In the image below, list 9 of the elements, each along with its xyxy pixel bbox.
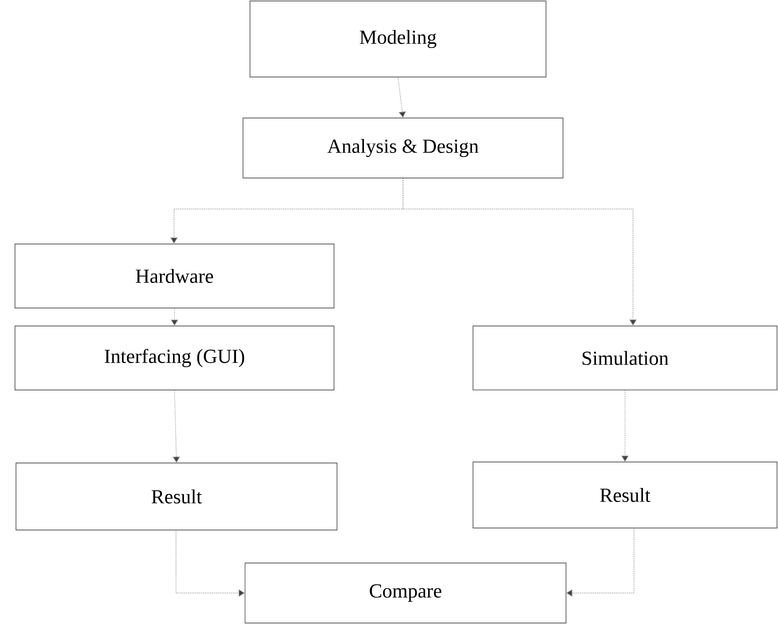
process-box: Result <box>16 462 338 530</box>
process-box: Result <box>472 462 778 528</box>
process-box: Simulation <box>472 326 778 390</box>
process-box: Compare <box>244 562 566 624</box>
process-box: Hardware <box>14 244 334 308</box>
arrow <box>402 178 637 326</box>
process-box: Analysis & Design <box>242 118 564 178</box>
process-box: Interfacing (GUI) <box>14 326 334 390</box>
process-box: Modeling <box>250 0 546 78</box>
